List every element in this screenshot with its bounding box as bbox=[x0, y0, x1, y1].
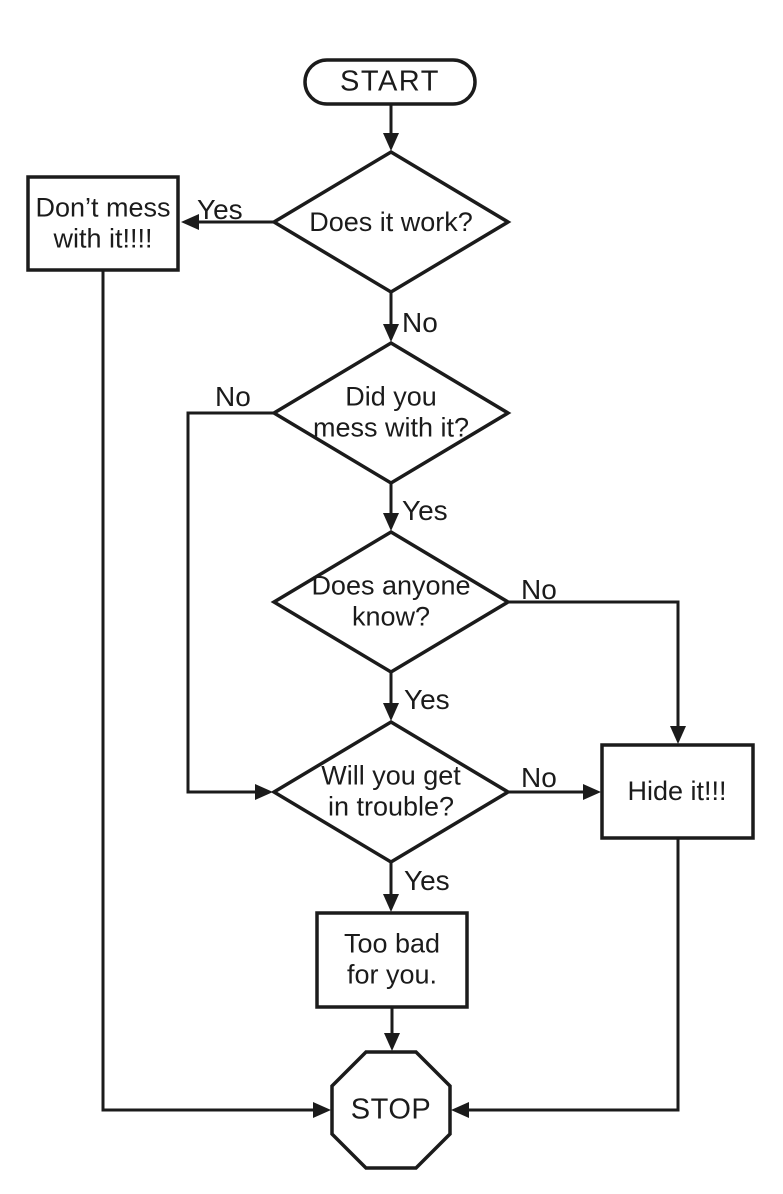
edge-label-no-3: No bbox=[521, 574, 557, 605]
did-you-mess-label: Did you mess with it? bbox=[313, 382, 469, 443]
arrowhead-down-icon bbox=[383, 513, 399, 531]
edge-label-yes-2: Yes bbox=[402, 495, 448, 526]
decision-did-you-mess-shape bbox=[270, 340, 512, 486]
will-you-get-in-trouble-line1: Will you get bbox=[321, 760, 461, 791]
did-you-mess-line1: Did you bbox=[345, 381, 437, 412]
edge-label-no-1: No bbox=[402, 307, 438, 338]
stop-octagon-shape bbox=[330, 1050, 452, 1170]
hide-it-label: Hide it!!! bbox=[627, 775, 727, 806]
arrowhead-right-icon bbox=[313, 1102, 331, 1118]
does-it-work-label: Does it work? bbox=[309, 206, 473, 237]
arrowhead-down-icon bbox=[383, 703, 399, 721]
edge-label-yes-4: Yes bbox=[404, 865, 450, 896]
start-node-label: START bbox=[340, 65, 440, 98]
arrowhead-right-icon bbox=[583, 784, 601, 800]
decision-will-you-get-in-trouble-shape bbox=[270, 719, 512, 865]
process-too-bad-shape bbox=[315, 911, 469, 1009]
arrowhead-left-icon bbox=[451, 1102, 469, 1118]
does-anyone-know-line2: know? bbox=[351, 601, 431, 631]
dont-mess-line2: with it!!!! bbox=[53, 223, 153, 253]
arrowhead-down-icon bbox=[383, 324, 399, 342]
did-you-mess-line2: mess with it? bbox=[312, 412, 470, 442]
stop-node-label: STOP bbox=[350, 1093, 432, 1126]
too-bad-line2: for you. bbox=[346, 959, 438, 989]
too-bad-label: Too bad for you. bbox=[344, 929, 440, 990]
will-you-get-in-trouble-label: Will you get in trouble? bbox=[321, 761, 461, 822]
arrowhead-left-icon bbox=[181, 214, 199, 230]
start-terminator-shape bbox=[303, 58, 477, 106]
edge-dont-mess-to-stop bbox=[101, 270, 314, 1112]
edge-hide-it-to-stop bbox=[468, 838, 680, 1112]
dont-mess-line1: Don’t mess bbox=[35, 192, 171, 223]
edge-label-yes-1: Yes bbox=[197, 194, 243, 225]
will-you-get-in-trouble-line2: in trouble? bbox=[327, 791, 455, 821]
edge-label-no-4: No bbox=[521, 762, 557, 793]
arrowhead-right-icon bbox=[255, 784, 273, 800]
decision-does-anyone-know-shape bbox=[270, 529, 512, 675]
does-anyone-know-label: Does anyone know? bbox=[311, 571, 470, 632]
decision-does-it-work-shape bbox=[270, 149, 512, 295]
process-dont-mess-shape bbox=[26, 175, 180, 272]
arrowhead-down-icon bbox=[670, 726, 686, 744]
process-hide-it-shape bbox=[600, 743, 755, 840]
does-anyone-know-line1: Does anyone bbox=[311, 570, 471, 601]
edge-label-no-2: No bbox=[215, 381, 251, 412]
arrowhead-down-icon bbox=[383, 894, 399, 912]
arrowhead-down-icon bbox=[384, 1033, 400, 1051]
arrowhead-down-icon bbox=[383, 133, 399, 151]
too-bad-line1: Too bad bbox=[343, 928, 441, 959]
edge-no-to-hide-it-top bbox=[508, 600, 680, 740]
edge-no-did-you-mess-loop bbox=[186, 411, 274, 794]
edge-label-yes-3: Yes bbox=[404, 684, 450, 715]
dont-mess-label: Don’t mess with it!!!! bbox=[35, 193, 170, 254]
